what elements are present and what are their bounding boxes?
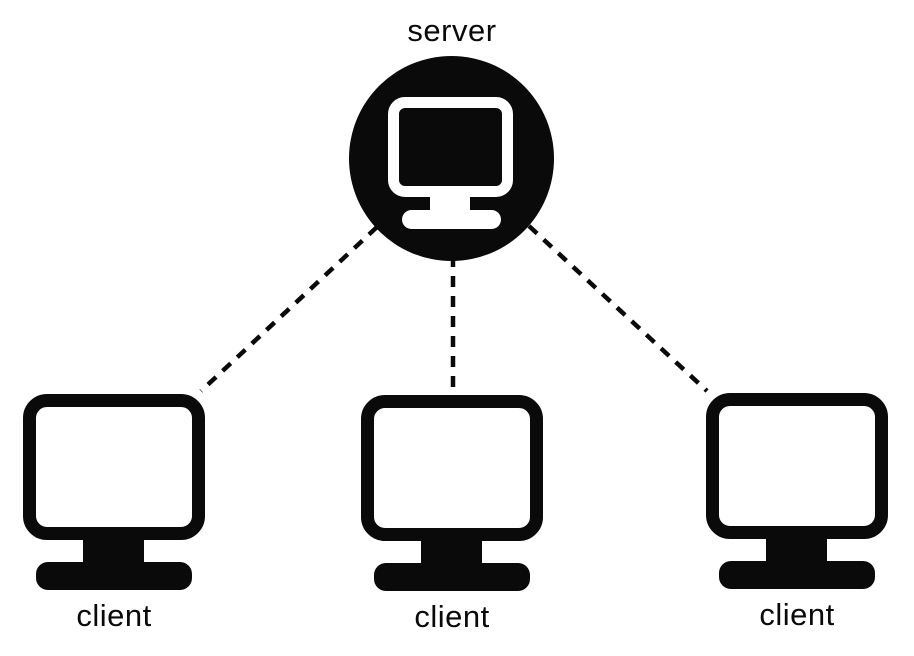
- monitor-screen: [388, 97, 513, 197]
- edge-server-client-1: [199, 225, 379, 393]
- client-label: client: [759, 597, 835, 632]
- client-node-3: client: [706, 393, 888, 643]
- monitor-base: [719, 561, 875, 589]
- monitor-stand: [421, 539, 482, 565]
- client-node-1: client: [23, 394, 205, 644]
- monitor-screen: [23, 394, 205, 540]
- server-label: server: [407, 13, 497, 48]
- client-label: client: [76, 598, 152, 633]
- monitor-base: [402, 210, 501, 229]
- monitor-stand: [766, 537, 827, 563]
- monitor-screen: [706, 393, 888, 539]
- monitor-base: [36, 562, 192, 590]
- edge-server-client-3: [527, 224, 709, 393]
- monitor-stand: [83, 538, 144, 564]
- server-node: [349, 56, 554, 261]
- client-node-2: client: [361, 395, 543, 645]
- client-label: client: [414, 599, 490, 634]
- monitor-base: [374, 563, 530, 591]
- monitor-screen: [361, 395, 543, 541]
